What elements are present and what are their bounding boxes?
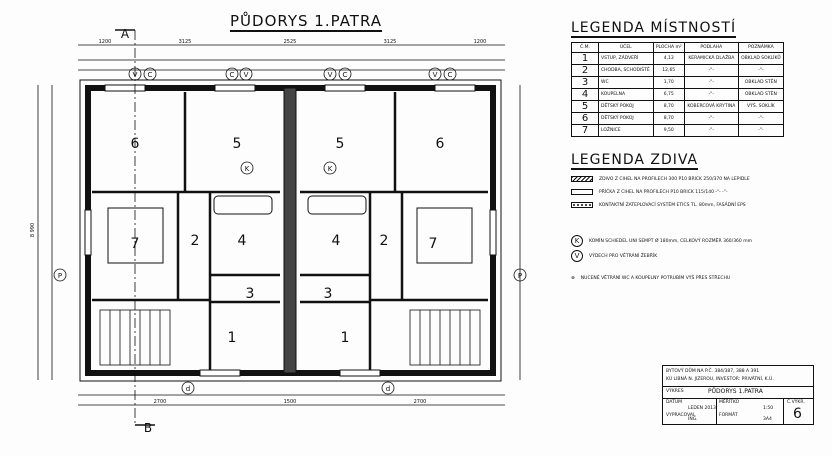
room-label: 6: [436, 136, 445, 152]
room-label: 4: [238, 233, 247, 249]
vent-icon: V: [571, 250, 583, 262]
legend-rooms-title: LEGENDA MÍSTNOSTÍ: [571, 20, 737, 38]
svg-text:V: V: [244, 71, 249, 79]
svg-text:V: V: [328, 71, 333, 79]
table-header: Č.M. ÚČEL PLOCHA m² PODLAHA POZNÁMKA: [571, 42, 785, 53]
svg-text:C: C: [148, 71, 153, 79]
svg-text:1200: 1200: [474, 39, 487, 45]
ventilation-icon: ⊗: [571, 276, 575, 281]
svg-text:1500: 1500: [284, 399, 297, 405]
room-label: 2: [380, 233, 389, 249]
bathtub: [213, 195, 273, 215]
svg-text:3125: 3125: [179, 39, 192, 45]
section-mark-b: B: [144, 421, 152, 435]
sheet-number: 6: [793, 406, 802, 422]
bed: [416, 207, 473, 264]
room-label: 1: [228, 330, 237, 346]
legend-wall-item: ZDIVO Z CIHEL NA PROFILECH 300 P10 BRICK…: [571, 176, 750, 182]
legend-walls-title: LEGENDA ZDIVA: [571, 152, 699, 170]
room-label: 5: [336, 136, 345, 152]
insulation-swatch: [571, 202, 593, 208]
floor-plan: 6 5 7 2 4 3 1 5 6 4 2 7 3 1 A B K K V C …: [30, 27, 527, 435]
svg-text:2525: 2525: [284, 39, 297, 45]
section-mark-a: A: [121, 27, 130, 41]
title-block: BYTOVÝ DŮM NA P.Č. 384/387, 388 A 391 KÚ…: [662, 365, 814, 425]
legend-wall-item: PŘÍČKA Z CIHEL NA PROFILECH P10 BRICK 11…: [571, 189, 727, 195]
hatch-swatch: [571, 176, 593, 182]
partition-swatch: [571, 189, 593, 195]
svg-text:d: d: [386, 385, 390, 393]
svg-text:8 990: 8 990: [30, 223, 36, 237]
bed: [107, 207, 164, 264]
room-label: 5: [233, 136, 242, 152]
svg-text:V: V: [133, 71, 138, 79]
svg-text:P: P: [518, 272, 522, 280]
room-label: 7: [131, 236, 140, 252]
svg-text:V: V: [433, 71, 438, 79]
svg-text:2700: 2700: [154, 399, 167, 405]
room-label: 1: [341, 330, 350, 346]
room-label: 3: [324, 286, 333, 302]
svg-text:C: C: [343, 71, 348, 79]
staircase: [409, 309, 481, 366]
svg-text:1200: 1200: [99, 39, 112, 45]
chimney-icon: K: [571, 235, 583, 247]
legend-note: ⊗NUCENÉ VĚTRÁNÍ WC A KOUPELNY POTRUBÍM V…: [571, 276, 731, 281]
svg-text:d: d: [186, 385, 190, 393]
svg-text:3125: 3125: [384, 39, 397, 45]
svg-text:P: P: [58, 272, 62, 280]
room-label: 2: [191, 233, 200, 249]
room-label: 3: [246, 286, 255, 302]
legend-wall-item: KONTAKTNÍ ZATEPLOVACÍ SYSTÉM ETICS TL. 8…: [571, 202, 746, 208]
svg-text:2700: 2700: [414, 399, 427, 405]
room-label: 7: [429, 236, 438, 252]
room-label: 4: [332, 233, 341, 249]
room-label: 6: [131, 136, 140, 152]
chimney-symbol: K: [328, 165, 333, 173]
bathtub: [307, 195, 367, 215]
party-wall: [283, 87, 297, 374]
svg-text:C: C: [230, 71, 235, 79]
drawing-title: PŮDORYS 1.PATRA: [230, 12, 383, 32]
chimney-symbol: K: [245, 165, 250, 173]
svg-text:C: C: [448, 71, 453, 79]
